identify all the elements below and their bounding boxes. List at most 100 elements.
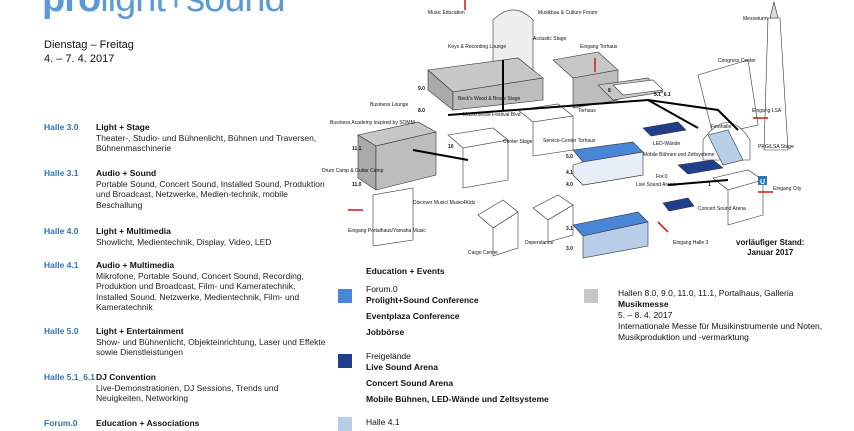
legend-item-bold: Musikmesse	[618, 299, 669, 309]
map-label: Acoustic Stage	[533, 36, 567, 42]
hall-title: Light + Stage	[96, 122, 150, 132]
legend-item-forum: Forum.0 Prolight+Sound Conference Eventp…	[366, 284, 606, 338]
messeturm-top	[769, 1, 779, 19]
map-label: Congress Center	[718, 58, 756, 64]
hall-10-front	[462, 139, 509, 189]
messeturm-building	[763, 17, 789, 151]
legend-item-bold: Prolight+Sound Conference	[366, 295, 479, 305]
map-label: LED-Wände	[653, 141, 680, 147]
hall-8-front	[572, 69, 619, 109]
hall-description: Live-Demonstrationen, DJ Sessions, Trend…	[96, 382, 279, 404]
event-days: Dienstag – Freitag	[44, 39, 134, 51]
legend-swatch-freigelande	[338, 354, 352, 368]
level-label: 3.0	[566, 246, 573, 252]
congress-building	[697, 59, 759, 136]
map-label: Eingang LSA	[752, 108, 782, 114]
map-label: Mobile Bühnen und Zeltsysteme	[643, 152, 715, 158]
hall-9-front	[452, 77, 544, 111]
hall-description: Showlicht, Medientechnik, Display, Video…	[96, 236, 272, 247]
level-label: 5.1_6.1	[654, 92, 671, 98]
level-label: 8	[608, 88, 611, 94]
legend-item-bold: Live Sound Arena	[366, 362, 438, 372]
map-label: Torhaus	[578, 108, 596, 114]
legend-item-bold: Jobbörse	[366, 327, 405, 337]
arrow-halle3	[657, 221, 669, 233]
hall-number: Halle 5.0	[44, 326, 79, 336]
legend-item-label: Halle 4.1	[366, 417, 400, 427]
event-dates: Dienstag – Freitag 4. – 7. 4. 2017	[44, 38, 134, 66]
hall-description: Theater-, Studio- und Bühnenlicht, Bühne…	[96, 132, 317, 154]
legend-item-freigelande: Freigelände Live Sound Arena Concert Sou…	[366, 351, 606, 405]
prolight-sound-logo: prolight+sound	[42, 0, 286, 21]
hall-description: Mikrofone, Portable Sound, Concert Sound…	[96, 270, 304, 313]
level-label: 5.0	[566, 154, 573, 160]
status-footnote: vorläufiger Stand: Januar 2017	[736, 238, 804, 258]
event-date-range: 4. – 7. 4. 2017	[44, 53, 115, 65]
footnote-line1: vorläufiger Stand:	[736, 238, 805, 247]
u-bahn-icon	[758, 176, 767, 185]
map-label: Dependance	[525, 240, 554, 246]
entrance-arrows	[348, 0, 773, 233]
legend-item-halle41: Halle 4.1	[366, 417, 606, 428]
hall-description: Show- und Bühnenlicht, Objekteinrichtung…	[96, 336, 326, 358]
legend-item-bold: Concert Sound Arena	[366, 378, 454, 388]
hall-number: Halle 3.0	[44, 122, 79, 132]
hall-title: Audio + Sound	[96, 168, 157, 178]
level-label: 8.0	[418, 108, 425, 114]
dependance-front	[547, 204, 574, 243]
concert-sound-arena	[662, 197, 695, 212]
cargo-center-front	[492, 211, 519, 257]
map-label: PRG/LSA Stage	[758, 144, 794, 150]
footnote-line2: Januar 2017	[747, 248, 794, 257]
hall-11-front	[375, 131, 437, 191]
map-label: Discover Music/ Music4Kidz	[413, 200, 476, 206]
hall-title: Light + Multimedia	[96, 226, 171, 236]
legend-item-bold: Mobile Bühnen, LED-Wände und Zeltsysteme	[366, 394, 549, 404]
level-label: 1	[708, 182, 711, 188]
walkway-south	[667, 179, 729, 186]
map-label: Beck's Wood & Brass Stage	[458, 96, 520, 102]
walkway-east	[647, 99, 739, 131]
live-sound-arena	[677, 159, 724, 175]
level-label: 3.1	[566, 226, 573, 232]
logo-rest: light+sound	[100, 0, 285, 20]
legend-heading: Education + Events	[366, 266, 445, 276]
map-label: Business Academy inspired by SOMM	[330, 120, 415, 126]
map-label: Music Education	[428, 10, 465, 16]
legend-swatch-halle41	[338, 417, 352, 431]
center-stage-front	[532, 115, 574, 157]
logo-pro: pro	[42, 0, 101, 20]
level-label: 4.0	[566, 182, 573, 188]
map-label: Concert Sound Arena	[698, 206, 746, 212]
legend-item-description: Internationale Messe für Musikinstrument…	[618, 321, 823, 342]
map-label: Live Sound Arena	[636, 182, 676, 188]
map-label: Keys & Recording Lounge	[448, 44, 506, 50]
legend-item-dates: 5. – 8. 4. 2017	[618, 310, 673, 320]
map-label: Messeturm	[743, 16, 768, 22]
level-label: 11.0	[352, 182, 362, 188]
hall-number: Halle 4.0	[44, 226, 79, 236]
hall-title: Education + Associations	[96, 418, 200, 428]
hall-4-side	[572, 151, 644, 186]
legend-item-musikmesse: Hallen 8.0, 9.0, 11.0, 11.1, Portalhaus,…	[618, 288, 854, 343]
hall-title: Light + Entertainment	[96, 326, 184, 336]
hall-5-1-6-1	[612, 79, 664, 96]
level-label: 9.0	[418, 86, 425, 92]
level-label: 4.1	[566, 170, 573, 176]
level-label: 11.1	[352, 146, 362, 152]
map-label: For.0	[656, 174, 668, 180]
map-label: Musikbau & Culture Forum	[538, 10, 597, 16]
map-label: Eingang Portalhaus/Yamaha Music	[348, 228, 426, 234]
prg-stage-area	[707, 129, 744, 166]
map-label: Eingang Halle 3	[673, 240, 709, 246]
hall-3-0-front	[582, 221, 649, 259]
map-label: Musikmesse Festival Blvd	[463, 112, 521, 118]
legend-swatch-musikmesse	[584, 289, 598, 303]
hall-number: Halle 3.1	[44, 168, 79, 178]
legend-swatch-forum	[338, 289, 352, 303]
legend-item-bold: Eventplaza Conference	[366, 311, 460, 321]
hall-title: Audio + Multimedia	[96, 260, 175, 270]
map-label: Cargo Center	[468, 250, 498, 256]
fairground-map: U Music Education Musikbau & Culture For…	[322, 0, 802, 259]
map-label: Eingang City	[773, 186, 802, 192]
